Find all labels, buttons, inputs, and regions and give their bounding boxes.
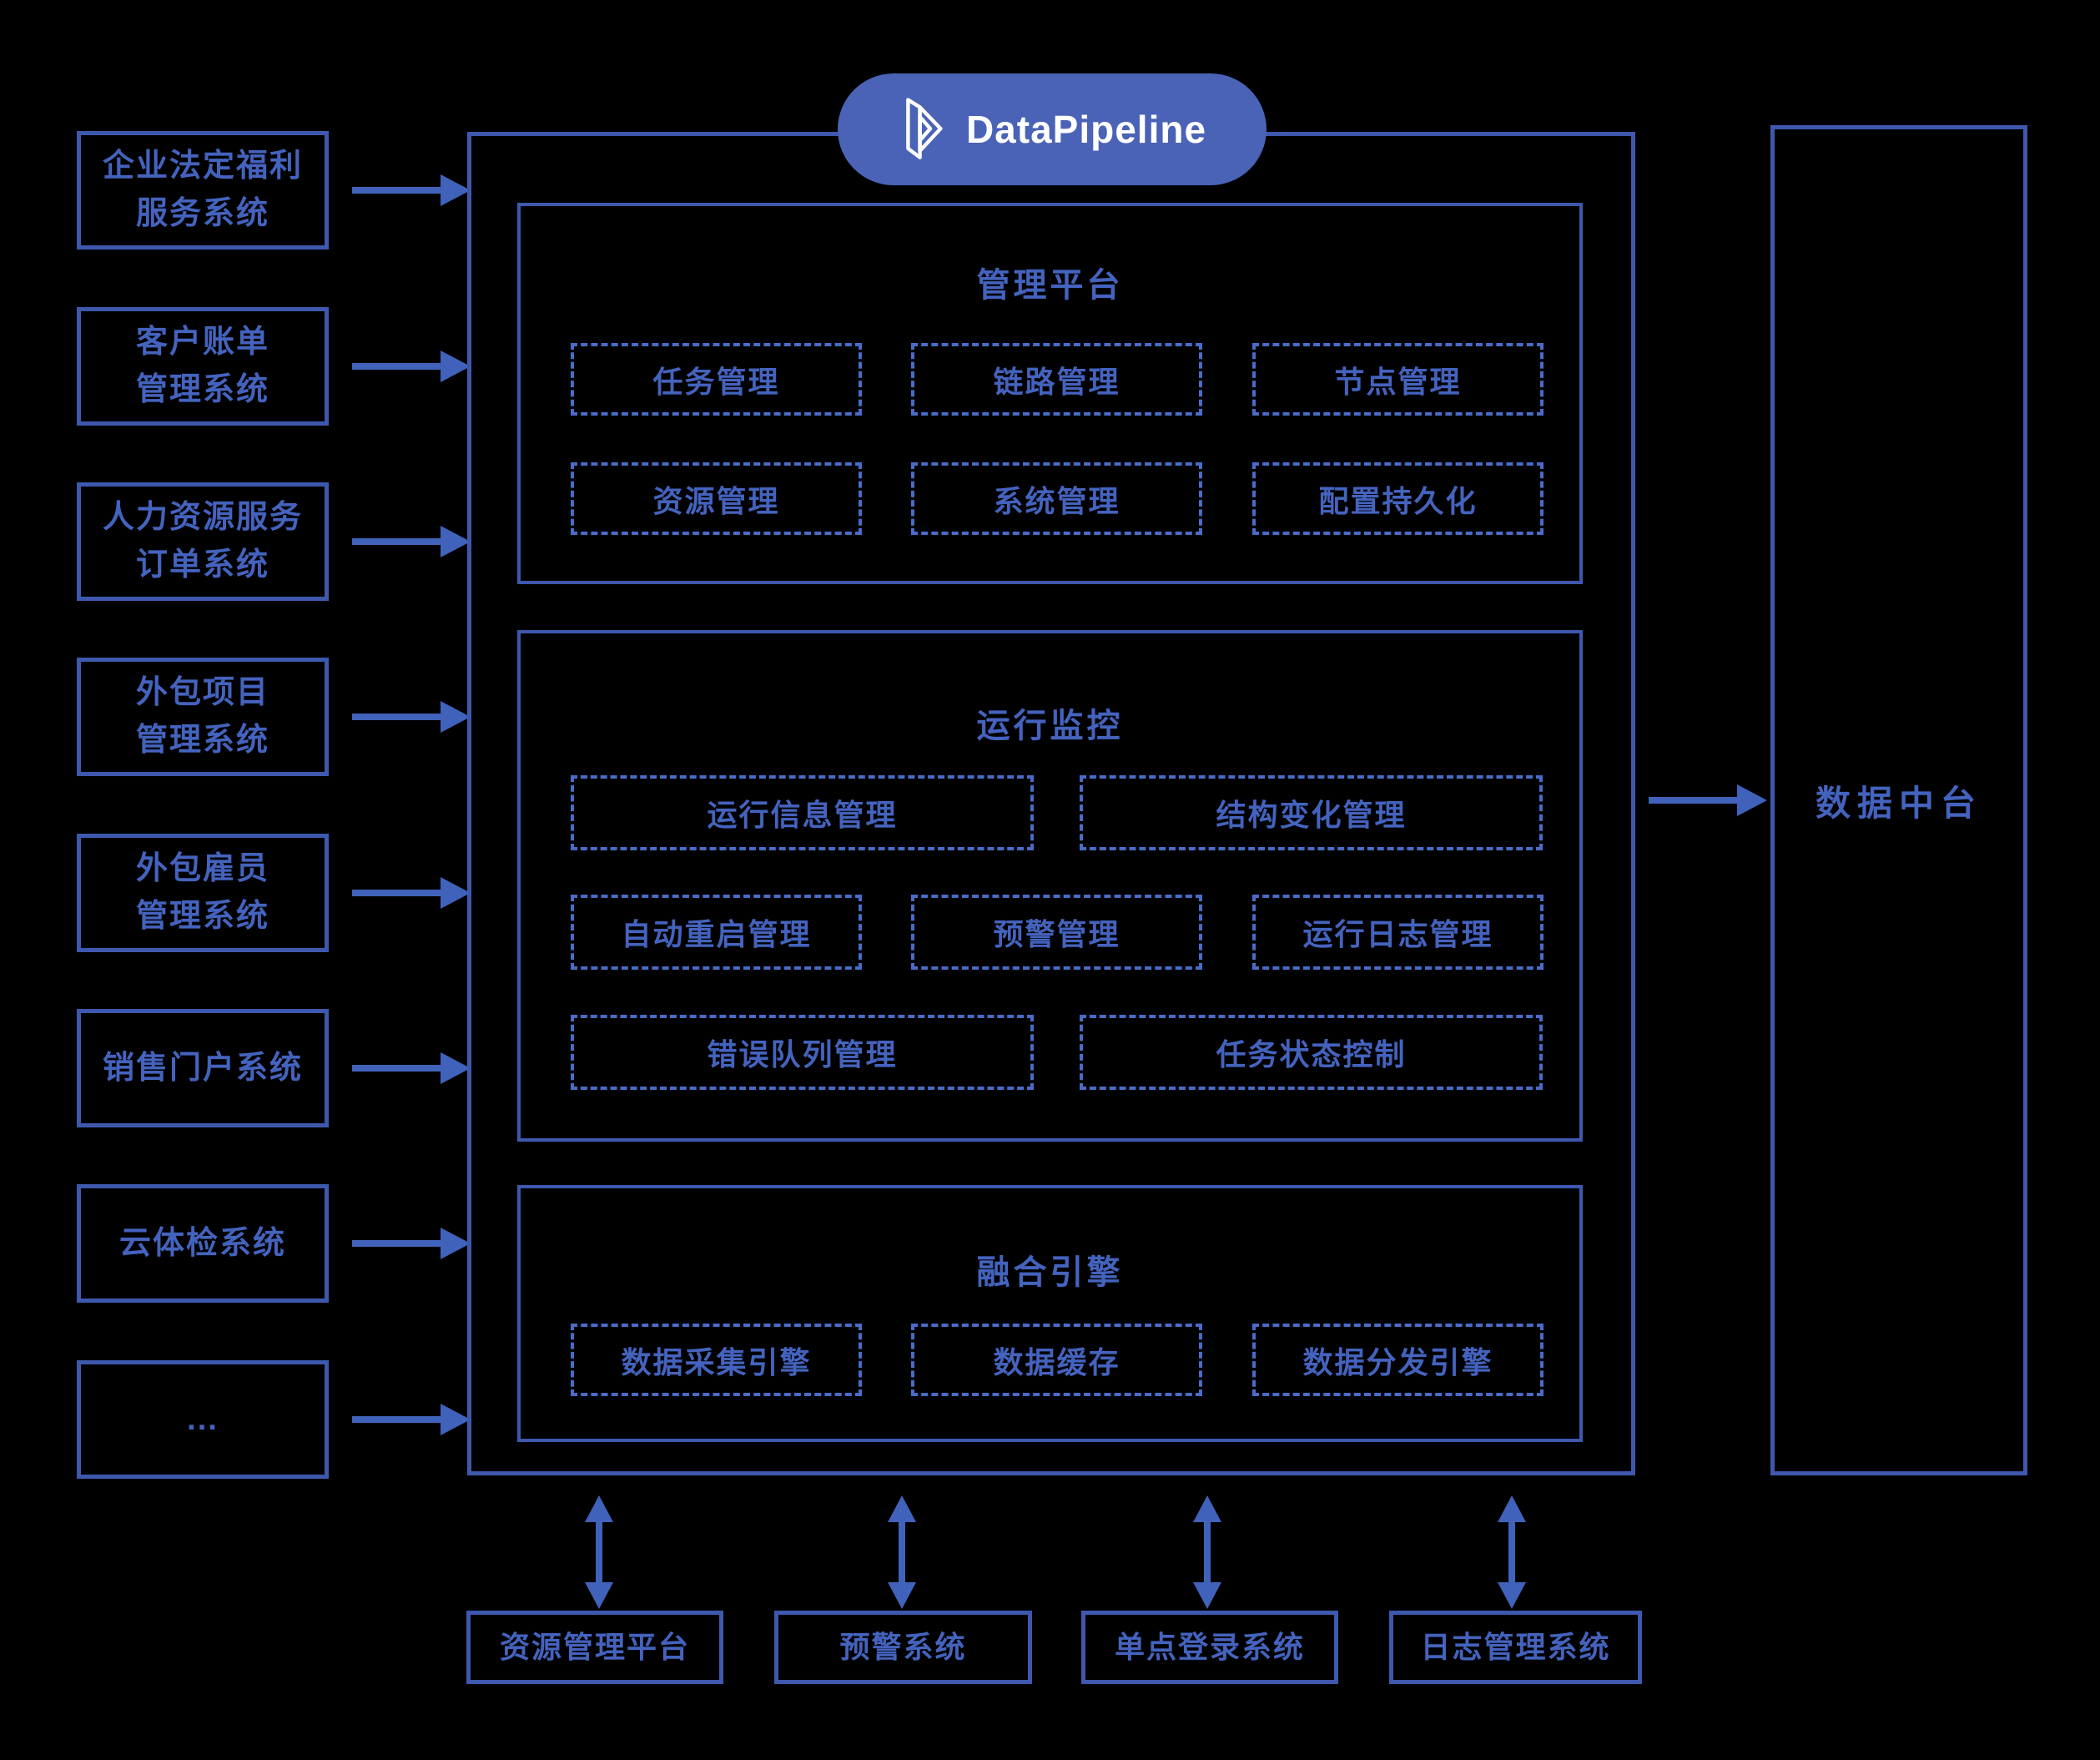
module-label: 数据采集引擎 — [621, 1344, 812, 1379]
section-management-platform: 管理平台 任务管理 链路管理 节点管理 资源管理 系统管理 配置持久化 — [517, 203, 1583, 584]
system-label: 外包雇员 管理系统 — [135, 851, 269, 934]
module-label: 运行日志管理 — [1302, 917, 1493, 951]
module-label: 自动重启管理 — [621, 917, 812, 951]
datapipeline-logo-icon — [906, 98, 943, 159]
module-auto-restart-management: 自动重启管理 — [571, 895, 862, 970]
module-label: 系统管理 — [993, 483, 1121, 518]
arrow-right-icon — [352, 350, 471, 382]
system-label: ... — [187, 1401, 219, 1437]
system-label: 外包项目 管理系统 — [135, 675, 269, 758]
module-label: 数据缓存 — [993, 1344, 1121, 1379]
logo-text: DataPipeline — [965, 108, 1207, 151]
module-label: 资源管理 — [652, 483, 780, 518]
system-corporate-welfare: 企业法定福利 服务系统 — [77, 131, 329, 250]
module-error-queue-management: 错误队列管理 — [571, 1015, 1034, 1090]
system-label: 企业法定福利 服务系统 — [102, 149, 303, 231]
system-alert-system: 预警系统 — [774, 1611, 1032, 1684]
module-label: 错误队列管理 — [707, 1037, 898, 1072]
module-run-log-management: 运行日志管理 — [1252, 895, 1544, 970]
module-label: 运行信息管理 — [707, 798, 898, 832]
arrow-right-icon — [352, 877, 471, 909]
system-data-middle-platform: 数据中台 — [1770, 125, 2027, 1475]
system-outsourced-employee: 外包雇员 管理系统 — [77, 834, 329, 952]
system-label: 人力资源服务 订单系统 — [102, 500, 303, 582]
module-label: 任务管理 — [652, 364, 780, 399]
arrow-right-icon — [352, 174, 471, 206]
system-resource-management-platform: 资源管理平台 — [466, 1611, 723, 1684]
module-node-management: 节点管理 — [1252, 343, 1544, 416]
module-resource-management: 资源管理 — [571, 462, 862, 535]
module-alert-management: 预警管理 — [911, 895, 1202, 970]
module-task-state-control: 任务状态控制 — [1080, 1015, 1543, 1090]
module-data-cache: 数据缓存 — [911, 1324, 1202, 1396]
module-link-management: 链路管理 — [911, 343, 1202, 416]
system-cloud-checkup: 云体检系统 — [77, 1184, 329, 1303]
module-label: 链路管理 — [993, 364, 1121, 399]
arrow-vertical-double-icon — [1193, 1495, 1221, 1609]
section-runtime-monitoring: 运行监控 运行信息管理 结构变化管理 自动重启管理 预警管理 运行日志管理 错误… — [517, 630, 1583, 1142]
system-label: 单点登录系统 — [1114, 1630, 1305, 1665]
system-label: 客户账单 管理系统 — [135, 325, 269, 407]
module-data-distribution-engine: 数据分发引擎 — [1252, 1324, 1544, 1396]
section-title: 管理平台 — [976, 267, 1124, 304]
system-label: 日志管理系统 — [1420, 1630, 1611, 1665]
system-label: 预警系统 — [839, 1630, 967, 1665]
system-label: 数据中台 — [1815, 783, 1982, 823]
section-title: 融合引擎 — [976, 1254, 1124, 1291]
module-label: 节点管理 — [1334, 364, 1462, 399]
module-structure-change-management: 结构变化管理 — [1080, 775, 1543, 850]
system-hr-service-order: 人力资源服务 订单系统 — [77, 482, 329, 601]
module-label: 预警管理 — [993, 917, 1121, 951]
arrow-right-icon — [352, 1228, 471, 1259]
module-label: 任务状态控制 — [1216, 1037, 1407, 1072]
module-label: 结构变化管理 — [1216, 798, 1407, 832]
arrow-right-icon — [1649, 784, 1767, 816]
section-fusion-engine: 融合引擎 数据采集引擎 数据缓存 数据分发引擎 — [517, 1185, 1583, 1442]
system-log-management: 日志管理系统 — [1389, 1611, 1642, 1684]
system-outsourcing-project: 外包项目 管理系统 — [77, 658, 329, 776]
datapipeline-logo: DataPipeline — [838, 73, 1267, 185]
arrow-right-icon — [352, 701, 471, 733]
system-label: 云体检系统 — [118, 1225, 286, 1261]
arrow-right-icon — [352, 1052, 471, 1084]
system-sales-portal: 销售门户系统 — [77, 1009, 329, 1127]
module-data-collection-engine: 数据采集引擎 — [571, 1324, 862, 1396]
module-label: 配置持久化 — [1318, 483, 1478, 518]
module-config-persistence: 配置持久化 — [1252, 462, 1544, 535]
system-label: 销售门户系统 — [102, 1050, 303, 1086]
system-customer-billing: 客户账单 管理系统 — [77, 307, 329, 426]
arrow-right-icon — [352, 526, 471, 557]
module-system-management: 系统管理 — [911, 462, 1202, 535]
module-label: 数据分发引擎 — [1302, 1344, 1493, 1379]
section-title: 运行监控 — [976, 708, 1124, 744]
module-task-management: 任务管理 — [571, 343, 862, 416]
arrow-right-icon — [352, 1404, 471, 1435]
system-ellipsis: ... — [77, 1360, 329, 1479]
module-runtime-info-management: 运行信息管理 — [571, 775, 1034, 850]
system-sso: 单点登录系统 — [1081, 1611, 1338, 1684]
system-label: 资源管理平台 — [499, 1630, 690, 1665]
arrow-vertical-double-icon — [888, 1495, 916, 1609]
arrow-vertical-double-icon — [585, 1495, 613, 1609]
arrow-vertical-double-icon — [1498, 1495, 1526, 1609]
